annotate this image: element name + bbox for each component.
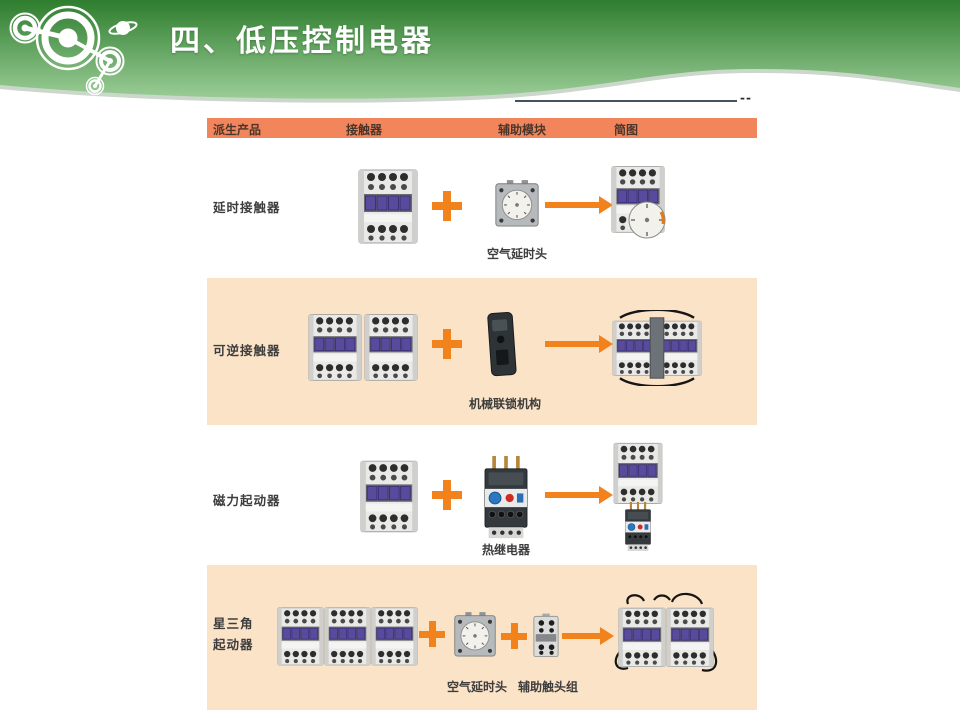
col-header-product: 派生产品 xyxy=(213,123,262,137)
contactor-image xyxy=(358,166,418,246)
air-delay-head-image xyxy=(494,180,540,228)
row2-product-label: 可逆接触器 xyxy=(213,343,281,358)
corner-dashes: -- xyxy=(740,91,752,105)
contactor-image xyxy=(360,457,418,535)
row3-module-label: 热继电器 xyxy=(481,543,530,557)
page-title: 四、低压控制电器 xyxy=(170,24,434,59)
header-band: 四、低压控制电器 xyxy=(0,0,960,112)
row3-product-label: 磁力起动器 xyxy=(213,493,281,508)
planet-icon xyxy=(108,21,138,35)
contactor-image xyxy=(277,599,324,673)
auxiliary-contact-block-image xyxy=(532,613,560,659)
col-header-module: 辅助模块 xyxy=(498,123,547,137)
reversing-contactor-diagram-image xyxy=(612,310,702,386)
star-delta-starter-diagram-image xyxy=(614,592,718,680)
row4-module-label-2: 辅助触头组 xyxy=(517,680,578,694)
contactor-image xyxy=(308,308,362,386)
row2-module-label: 机械联锁机构 xyxy=(468,397,541,411)
row4-module-label-1: 空气延时头 xyxy=(446,680,507,694)
deco-circles-icon xyxy=(9,5,125,96)
arrow-icon xyxy=(562,627,614,645)
plus-icon xyxy=(432,480,462,510)
contactor-image xyxy=(324,599,371,673)
plus-icon xyxy=(419,621,445,647)
contactor-image xyxy=(364,308,418,386)
delay-contactor-diagram-image xyxy=(610,163,670,249)
col-header-contactor: 接触器 xyxy=(346,123,383,137)
contactor-image xyxy=(371,599,418,673)
row4-product-label-line2: 起动器 xyxy=(213,637,254,652)
air-delay-head-image xyxy=(453,612,497,658)
thermal-relay-image xyxy=(481,456,531,540)
col-header-diagram: 简图 xyxy=(614,123,639,137)
header-swoosh-graphic xyxy=(0,0,960,103)
arrow-icon xyxy=(545,486,613,504)
arrow-icon xyxy=(545,335,613,353)
arrow-icon xyxy=(545,196,613,214)
plus-icon xyxy=(432,329,462,359)
row4-product-label-line1: 星三角 xyxy=(213,616,254,631)
row1-module-label: 空气延时头 xyxy=(486,247,547,261)
plus-icon xyxy=(432,191,462,221)
table-header-row: 派生产品 接触器 辅助模块 简图 xyxy=(207,118,757,138)
row1-product-label: 延时接触器 xyxy=(213,200,281,215)
plus-icon xyxy=(501,623,527,649)
divider-line xyxy=(515,100,737,102)
mechanical-interlock-image xyxy=(485,309,519,381)
magnetic-starter-diagram-image xyxy=(610,440,666,552)
